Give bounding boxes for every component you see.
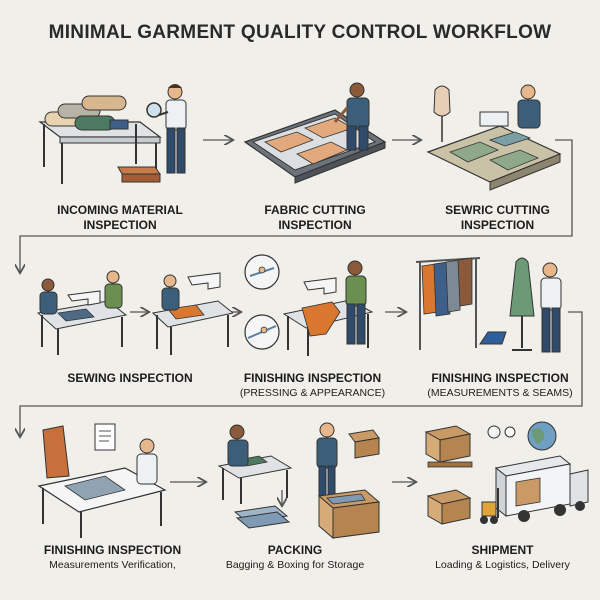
- stage-subtitle: (PRESSING & APPEARANCE): [239, 387, 386, 399]
- shipment-illustration: [424, 421, 589, 525]
- page-title: MINIMAL GARMENT QUALITY CONTROL WORKFLOW: [48, 22, 552, 43]
- stage-label-finishing-measurements: FINISHING INSPECTION (MEASUREMENTS & SEA…: [410, 371, 590, 401]
- sewing-inspection-illustration: [36, 270, 233, 355]
- stage-subtitle: Bagging & Boxing for Storage: [225, 559, 365, 571]
- incoming-material-illustration: [38, 84, 187, 184]
- stage-label-finishing-verification: FINISHING INSPECTION Measurements Verifi…: [20, 543, 205, 573]
- stage-label-sewric-cutting: SEWRIC CUTTING INSPECTION: [415, 203, 580, 233]
- stage-label-packing: PACKING Bagging & Boxing for Storage: [205, 543, 385, 573]
- stage-label-finishing-pressing: FINISHING INSPECTION (PRESSING & APPEARA…: [225, 371, 400, 401]
- stage-label-fabric-cutting: FABRIC CUTTING INSPECTION: [230, 203, 400, 233]
- stage-label-shipment: SHIPMENT Loading & Logistics, Delivery: [410, 543, 595, 573]
- stage-title: FINISHING INSPECTION: [431, 371, 569, 385]
- stage-subtitle: Measurements Verification,: [49, 559, 176, 571]
- stage-title: SEWING INSPECTION: [67, 371, 193, 385]
- stage-subtitle: Loading & Logistics, Delivery: [435, 559, 570, 571]
- finishing-pressing-illustration: [244, 254, 374, 356]
- stage-subtitle: INSPECTION: [278, 218, 352, 232]
- stage-subtitle: INSPECTION: [460, 218, 535, 232]
- finishing-verification-illustration: [37, 423, 167, 538]
- fabric-cutting-illustration: [243, 82, 387, 184]
- stage-label-sewing: SEWING INSPECTION: [40, 371, 220, 386]
- stage-subtitle: INSPECTION: [83, 218, 157, 232]
- stage-title: SEWRIC CUTTING: [445, 203, 550, 217]
- stage-title: PACKING: [267, 543, 323, 557]
- stage-title: FABRIC CUTTING: [264, 203, 366, 217]
- stage-title: FINISHING INSPECTION: [243, 371, 382, 385]
- stage-subtitle: (MEASUREMENTS & SEAMS): [427, 387, 573, 399]
- packing-illustration: [217, 422, 381, 540]
- stage-title: INCOMING MATERIAL: [57, 203, 183, 217]
- stage-title: FINISHING INSPECTION: [43, 543, 182, 557]
- sewric-cutting-illustration: [426, 84, 562, 191]
- finishing-measurements-illustration: [415, 257, 562, 353]
- stage-label-incoming-material: INCOMING MATERIAL INSPECTION: [30, 203, 210, 233]
- stage-title: SHIPMENT: [471, 543, 534, 557]
